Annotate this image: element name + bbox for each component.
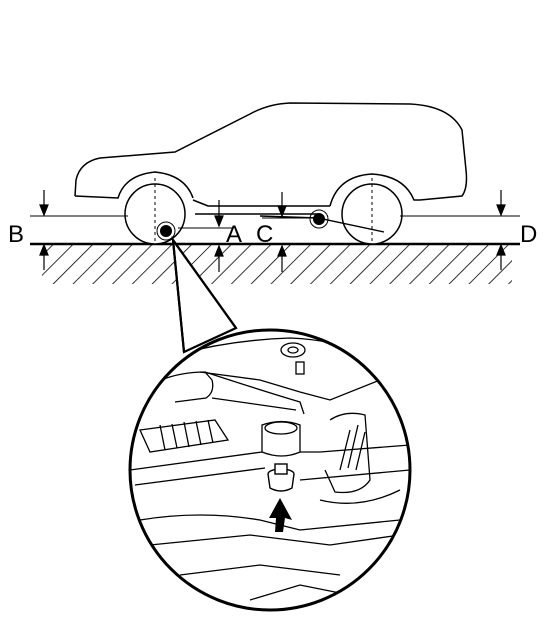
dimension-a-arrows: [214, 200, 224, 272]
dimension-b-arrows: [39, 190, 49, 270]
ground-hatch: [30, 242, 520, 284]
detail-callout-leader: [171, 236, 238, 354]
arrow-up-icon: [269, 498, 292, 532]
label-d: D: [520, 221, 538, 248]
dimension-c-arrows: [277, 192, 287, 272]
rear-measure-point: [309, 209, 329, 229]
front-measure-point: [156, 221, 176, 241]
label-c: C: [256, 221, 274, 248]
centre-lines: [154, 178, 373, 244]
bolt: [267, 463, 295, 492]
reference-lines: [30, 215, 520, 229]
dimension-d-arrows: [496, 190, 506, 270]
label-b: B: [8, 221, 25, 248]
label-a: A: [226, 221, 243, 248]
car-body-outline: [74, 102, 468, 215]
magnified-detail: [128, 328, 412, 612]
